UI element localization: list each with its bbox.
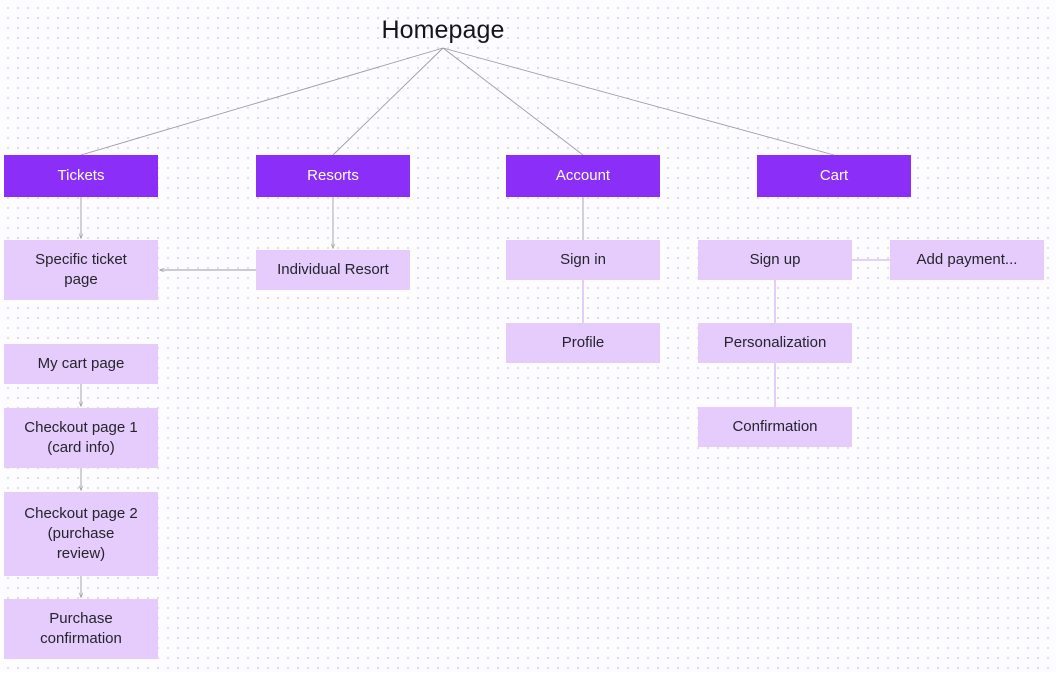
node-resorts[interactable]: Resorts <box>256 155 410 197</box>
canvas-bottom-edge <box>0 672 1056 678</box>
node-homepage[interactable]: Homepage <box>381 15 505 44</box>
edge-homepage-resorts <box>332 47 444 156</box>
node-checkout-page-1[interactable]: Checkout page 1 (card info) <box>4 408 158 468</box>
node-cart[interactable]: Cart <box>757 155 911 197</box>
node-confirmation[interactable]: Confirmation <box>698 407 852 447</box>
edge-homepage-tickets <box>80 47 444 156</box>
node-specific-ticket-page[interactable]: Specific ticket page <box>4 240 158 300</box>
node-tickets[interactable]: Tickets <box>4 155 158 197</box>
node-checkout-page-2[interactable]: Checkout page 2 (purchase review) <box>4 492 158 576</box>
node-my-cart-page[interactable]: My cart page <box>4 344 158 384</box>
node-profile[interactable]: Profile <box>506 323 660 363</box>
node-personalization[interactable]: Personalization <box>698 323 852 363</box>
node-sign-in[interactable]: Sign in <box>506 240 660 280</box>
node-individual-resort[interactable]: Individual Resort <box>256 250 410 290</box>
node-account[interactable]: Account <box>506 155 660 197</box>
edge-homepage-fanout <box>80 47 835 156</box>
edge-homepage-cart <box>442 47 835 156</box>
node-purchase-confirmation[interactable]: Purchase confirmation <box>4 599 158 659</box>
node-sign-up[interactable]: Sign up <box>698 240 852 280</box>
node-add-payment[interactable]: Add payment... <box>890 240 1044 280</box>
edge-homepage-account <box>442 47 584 156</box>
